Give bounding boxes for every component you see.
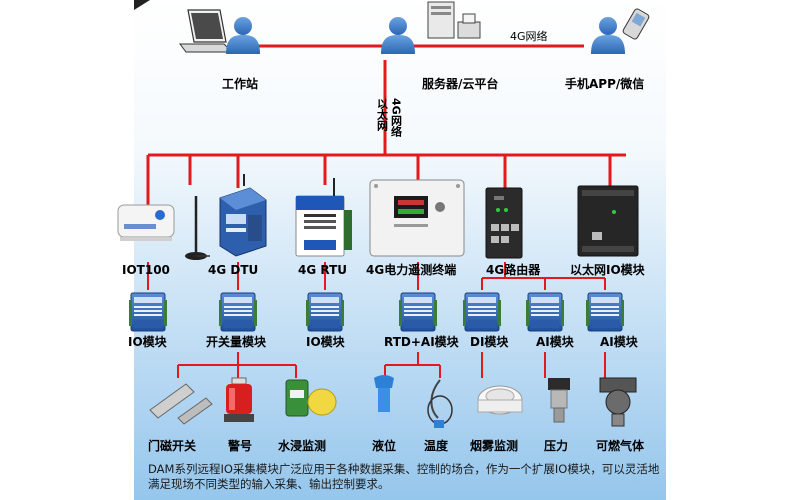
- sensor-box-icon: [117, 204, 175, 241]
- sensor-label-door-magnet: 门磁开关: [148, 439, 197, 453]
- module-icon-3: [305, 292, 345, 332]
- water-leak-icon: [285, 379, 337, 417]
- module-icon-4: [398, 292, 438, 332]
- sensor-label-level: 液位: [372, 439, 397, 453]
- antenna-icon: [185, 196, 210, 260]
- mobile-phone-icon: [622, 8, 650, 40]
- device-label-ethernet-io: 以太网IO模块: [570, 263, 645, 277]
- level-sensor-icon: [374, 375, 394, 424]
- laptop-icon: [179, 9, 234, 53]
- module-label-6: AI模块: [536, 335, 574, 349]
- sensor-label-gas: 可燃气体: [596, 439, 645, 453]
- door-magnet-icon: [149, 383, 213, 425]
- smoke-detector-icon: [477, 385, 523, 415]
- workstation-label: 工作站: [222, 77, 259, 91]
- server-label: 服务器/云平台: [422, 77, 499, 91]
- module-label-5: DI模块: [470, 335, 509, 349]
- link-vertical-label-2: 4G网络: [389, 98, 403, 137]
- module-label-2: 开关量模块: [206, 335, 267, 349]
- device-label-4g-dtu: 4G DTU: [208, 263, 259, 277]
- device-label-4g-rtu: 4G RTU: [298, 263, 348, 277]
- mobile-label: 手机APP/微信: [565, 77, 645, 91]
- module-icon-7: [585, 292, 625, 332]
- module-icon-6: [525, 292, 565, 332]
- pressure-sensor-icon: [548, 378, 570, 423]
- link-vertical-label-1: 以太网: [375, 98, 389, 131]
- server-icon: [427, 1, 481, 39]
- module-label-4: RTD+AI模块: [384, 335, 459, 349]
- device-label-power-terminal: 4G电力遥测终端: [366, 263, 457, 277]
- rtu-box-icon: [295, 178, 352, 257]
- module-icon-2: [218, 292, 258, 332]
- gas-detector-icon: [599, 377, 637, 427]
- sensor-label-smoke: 烟雾监测: [470, 439, 519, 453]
- router-icon: [485, 187, 523, 259]
- alarm-siren-icon: [224, 377, 254, 422]
- ethernet-io-icon: [577, 185, 639, 257]
- module-icon-1: [128, 292, 168, 332]
- link-4g-label: 4G网络: [510, 30, 548, 43]
- sensor-label-water-leak: 水浸监测: [278, 439, 327, 453]
- module-icon-5: [462, 292, 502, 332]
- power-terminal-icon: [369, 179, 465, 257]
- dtu-router-icon: [219, 174, 267, 257]
- sensor-label-pressure: 压力: [544, 439, 569, 453]
- sensor-label-siren: 警号: [228, 439, 253, 453]
- sensor-label-temperature: 温度: [424, 439, 449, 453]
- module-label-1: IO模块: [128, 335, 167, 349]
- module-label-7: AI模块: [600, 335, 638, 349]
- temperature-probe-icon: [427, 379, 453, 428]
- module-label-3: IO模块: [306, 335, 345, 349]
- device-label-4g-router: 4G路由器: [486, 263, 541, 277]
- device-label-iot100: IOT100: [122, 263, 170, 277]
- description-text: DAM系列远程IO采集模块广泛应用于各种数据采集、控制的场合，作为一个扩展IO模…: [148, 462, 660, 491]
